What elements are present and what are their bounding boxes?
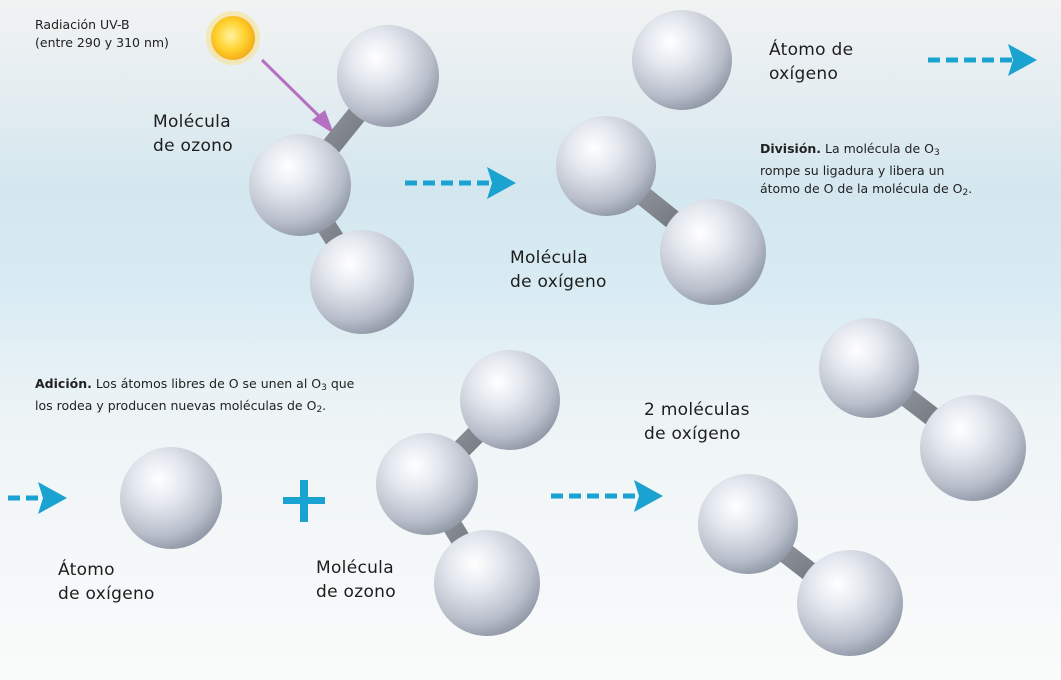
adicion-text: Adición. Los átomos libres de O se unen …	[35, 376, 355, 415]
oxygen-molecule-label-top-line2: de oxígeno	[510, 272, 607, 292]
ozone-label-bottom-line1: Molécula	[316, 558, 394, 578]
division-title: División.	[760, 141, 822, 156]
oxygen-atom-icon	[920, 395, 1026, 501]
sun-icon	[206, 11, 260, 65]
oxygen-atom-label-bottom: Átomo de oxígeno	[58, 558, 155, 606]
dashed-arrow-bottom-left	[8, 482, 67, 514]
ozone-molecule-bottom	[376, 350, 560, 636]
division-text: División. La molécula de O3 rompe su lig…	[760, 141, 973, 198]
two-molecules-label-line1: 2 moléculas	[644, 400, 750, 420]
oxygen-atom-icon	[460, 350, 560, 450]
uv-line1: Radiación UV-B	[35, 17, 130, 32]
oxygen-atom-icon	[249, 134, 351, 236]
free-oxygen-atom-top	[632, 10, 732, 110]
oxygen-atom-label-top-line2: oxígeno	[769, 64, 839, 84]
uv-radiation-label: Radiación UV-B (entre 290 y 310 nm)	[35, 16, 169, 52]
ozone-label-bottom: Molécula de ozono	[316, 556, 396, 604]
ozone-label-top: Molécula de ozono	[153, 110, 233, 158]
oxygen-molecule-top	[556, 116, 766, 305]
oxygen-atom-label-top-line1: Átomo de	[769, 40, 854, 60]
two-molecules-label: 2 moléculas de oxígeno	[644, 398, 750, 446]
oxygen-atom-icon	[337, 25, 439, 127]
uv-arrow	[260, 58, 334, 134]
oxygen-atom-icon	[310, 230, 414, 334]
adicion-title: Adición.	[35, 376, 92, 391]
two-molecules-label-line2: de oxígeno	[644, 424, 741, 444]
oxygen-atom-icon	[797, 550, 903, 656]
dashed-arrow-bottom-middle	[551, 480, 663, 512]
oxygen-atom-label-bottom-line2: de oxígeno	[58, 584, 155, 604]
oxygen-atom-label-top: Átomo de oxígeno	[769, 38, 853, 86]
oxygen-molecule-label-top: Molécula de oxígeno	[510, 246, 607, 294]
dashed-arrow-top-right	[928, 44, 1037, 76]
free-oxygen-atom-bottom	[120, 447, 222, 549]
oxygen-atom-icon	[434, 530, 540, 636]
ozone-molecule-top	[249, 25, 439, 334]
oxygen-atom-icon	[556, 116, 656, 216]
oxygen-atom-icon	[660, 199, 766, 305]
oxygen-atom-icon	[698, 474, 798, 574]
oxygen-molecule-label-top-line1: Molécula	[510, 248, 588, 268]
oxygen-atom-label-bottom-line1: Átomo	[58, 560, 115, 580]
ozone-label-top-line2: de ozono	[153, 136, 233, 156]
ozone-label-top-line1: Molécula	[153, 112, 231, 132]
ozone-label-bottom-line2: de ozono	[316, 582, 396, 602]
oxygen-atom-icon	[376, 433, 478, 535]
oxygen-molecule-bottom-lower	[698, 474, 903, 656]
plus-icon	[283, 480, 325, 522]
uv-line2: (entre 290 y 310 nm)	[35, 35, 169, 50]
oxygen-atom-icon	[819, 318, 919, 418]
dashed-arrow-top-middle	[405, 167, 516, 199]
oxygen-molecule-bottom-upper	[819, 318, 1026, 501]
